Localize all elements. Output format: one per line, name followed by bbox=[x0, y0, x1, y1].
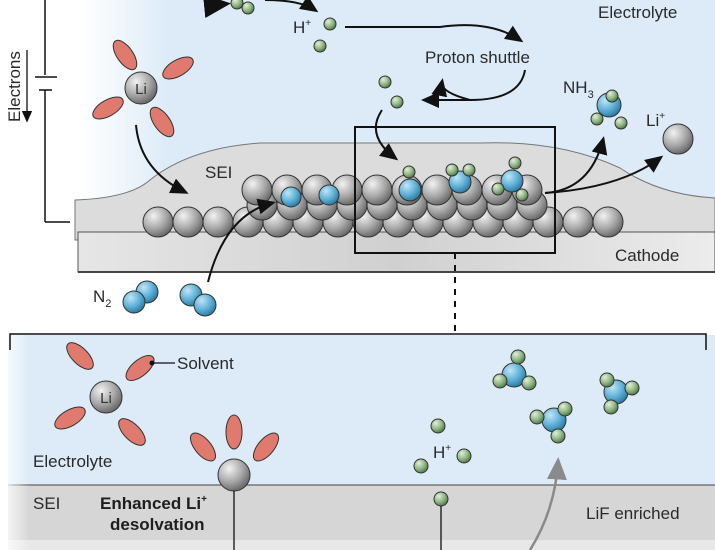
n2-molecules bbox=[122, 280, 217, 317]
lithium-atom bbox=[421, 174, 453, 206]
h-plus-label-bottom: H+ bbox=[433, 443, 451, 462]
lithium-atom bbox=[142, 206, 174, 238]
electrons-label: Electrons bbox=[5, 51, 24, 122]
li-to-sei-arrow bbox=[135, 124, 189, 194]
solvent-label: Solvent bbox=[177, 354, 234, 373]
solvated-lithium-top: Li bbox=[92, 39, 194, 138]
bottom-panel-bracket bbox=[9, 333, 707, 350]
bottom-sei-region bbox=[8, 485, 715, 550]
nh3-label: NH3 bbox=[563, 78, 594, 101]
h-plus-label-top: H+ bbox=[293, 18, 311, 37]
cathode-label: Cathode bbox=[615, 246, 679, 265]
bottom-sei-label: SEI bbox=[33, 494, 60, 513]
circuit-wire bbox=[35, 0, 70, 223]
svg-text:Li: Li bbox=[100, 390, 112, 407]
n2-to-surface-arrow bbox=[207, 198, 276, 283]
lithium-atom bbox=[592, 206, 624, 238]
top-sei-label: SEI bbox=[205, 163, 232, 182]
li-plus-label-top: Li+ bbox=[646, 111, 665, 130]
top-electrolyte-label: Electrolyte bbox=[598, 3, 677, 22]
ammonia-molecules-bottom bbox=[492, 349, 640, 444]
adsorbed-nh-species bbox=[398, 156, 529, 202]
desolvating-lithium bbox=[189, 414, 280, 492]
proton-shuttle-cycle bbox=[345, 24, 526, 108]
solvated-lithium-bottom: Li bbox=[54, 342, 155, 446]
svg-text:Li: Li bbox=[135, 81, 147, 98]
lithium-atom bbox=[361, 174, 393, 206]
desolvation-label-line2: desolvation bbox=[110, 515, 204, 534]
lithium-atom bbox=[241, 174, 273, 206]
adsorbed-nitrogen bbox=[280, 184, 340, 208]
proton-shuttle-label: Proton shuttle bbox=[425, 48, 530, 67]
lithium-atom bbox=[172, 206, 204, 238]
bottom-electrolyte-label: Electrolyte bbox=[33, 452, 112, 471]
ammonia-release-arrow bbox=[528, 457, 567, 550]
lif-enriched-label: LiF enriched bbox=[586, 504, 680, 523]
lithium-ion-top bbox=[662, 123, 694, 155]
desolvation-label-line1: Enhanced Li+ bbox=[100, 494, 207, 513]
bottom-electrolyte-region bbox=[8, 335, 715, 485]
n2-label: N2 bbox=[93, 287, 111, 310]
ammonia-molecule-top bbox=[590, 89, 628, 130]
lithium-atom bbox=[562, 206, 594, 238]
